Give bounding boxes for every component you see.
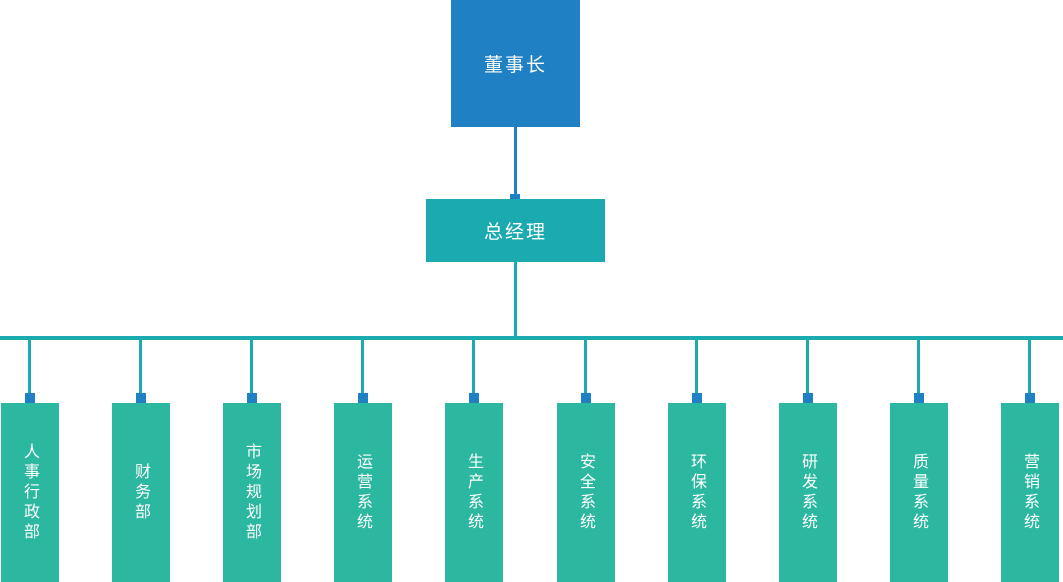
connector-drop-line bbox=[361, 338, 364, 403]
connector-drop-line bbox=[695, 338, 698, 403]
org-node-chairman[interactable]: 董事长 bbox=[451, 0, 580, 127]
connector-node bbox=[469, 393, 479, 403]
org-node-department[interactable]: 质量系统 bbox=[890, 403, 948, 582]
department-label: 运营系统 bbox=[354, 452, 373, 533]
department-label: 质量系统 bbox=[910, 452, 929, 533]
org-branch: 财务部 bbox=[112, 338, 170, 582]
department-label: 财务部 bbox=[132, 462, 151, 523]
department-label: 研发系统 bbox=[799, 452, 818, 533]
org-branch: 市场规划部 bbox=[223, 338, 281, 582]
org-node-department[interactable]: 生产系统 bbox=[445, 403, 503, 582]
connector-drop-line bbox=[584, 338, 587, 403]
connector-node bbox=[581, 393, 591, 403]
department-label: 环保系统 bbox=[688, 452, 707, 533]
department-label: 市场规划部 bbox=[243, 442, 262, 543]
org-branch: 质量系统 bbox=[890, 338, 948, 582]
org-node-department[interactable]: 人事行政部 bbox=[1, 403, 59, 582]
org-node-department[interactable]: 财务部 bbox=[112, 403, 170, 582]
connector-drop-line bbox=[1028, 338, 1031, 403]
connector-node bbox=[136, 393, 146, 403]
org-branch: 环保系统 bbox=[668, 338, 726, 582]
connector-node bbox=[247, 393, 257, 403]
department-label: 生产系统 bbox=[465, 452, 484, 533]
connector-drop-line bbox=[472, 338, 475, 403]
department-label: 营销系统 bbox=[1021, 452, 1040, 533]
department-label: 人事行政部 bbox=[21, 442, 40, 543]
connector-node bbox=[1025, 393, 1035, 403]
connector-drop-line bbox=[250, 338, 253, 403]
connector-node bbox=[25, 393, 35, 403]
org-node-department[interactable]: 环保系统 bbox=[668, 403, 726, 582]
org-node-general-manager[interactable]: 总经理 bbox=[426, 199, 605, 262]
org-node-department[interactable]: 运营系统 bbox=[334, 403, 392, 582]
connector-node bbox=[692, 393, 702, 403]
org-branch: 人事行政部 bbox=[1, 338, 59, 582]
connector-node bbox=[914, 393, 924, 403]
org-branch: 生产系统 bbox=[445, 338, 503, 582]
connector-drop-line bbox=[28, 338, 31, 403]
org-node-department[interactable]: 安全系统 bbox=[557, 403, 615, 582]
manager-label: 总经理 bbox=[483, 221, 547, 243]
org-node-department[interactable]: 营销系统 bbox=[1001, 403, 1059, 582]
branch-horizontal-line bbox=[0, 336, 1063, 340]
org-branch: 研发系统 bbox=[779, 338, 837, 582]
org-branch: 营销系统 bbox=[1001, 338, 1059, 582]
connector-node bbox=[358, 393, 368, 403]
connector-chairman-manager bbox=[514, 127, 517, 199]
department-label: 安全系统 bbox=[577, 452, 596, 533]
org-branch: 运营系统 bbox=[334, 338, 392, 582]
connector-drop-line bbox=[917, 338, 920, 403]
org-node-department[interactable]: 市场规划部 bbox=[223, 403, 281, 582]
connector-drop-line bbox=[139, 338, 142, 403]
connector-drop-line bbox=[806, 338, 809, 403]
org-node-department[interactable]: 研发系统 bbox=[779, 403, 837, 582]
chairman-label: 董事长 bbox=[483, 54, 547, 76]
connector-node bbox=[803, 393, 813, 403]
connector-manager-branch bbox=[514, 262, 517, 338]
org-branch: 安全系统 bbox=[557, 338, 615, 582]
